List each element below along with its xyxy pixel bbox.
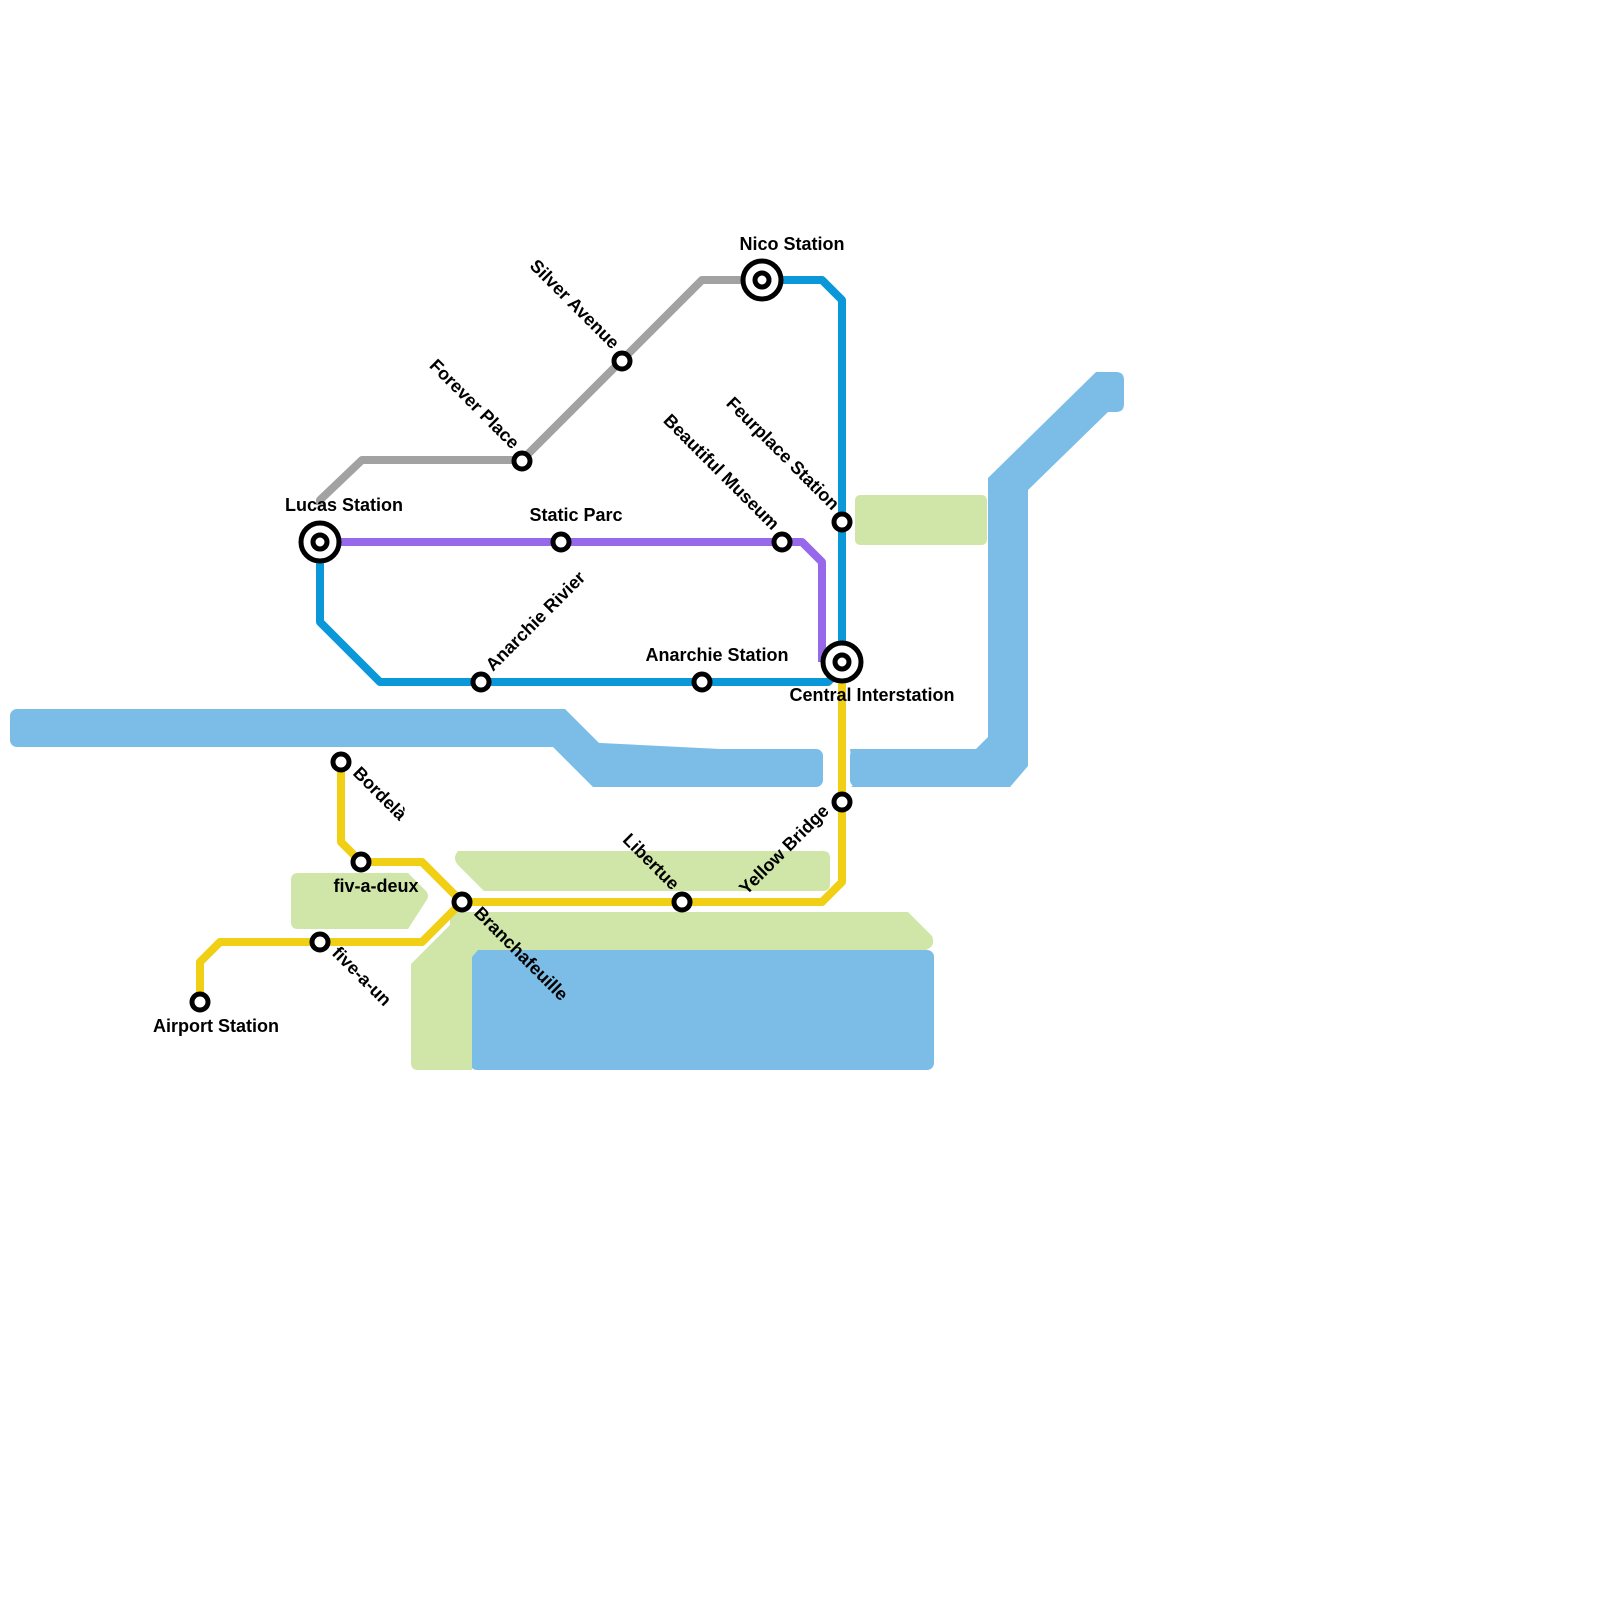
river-west-strip xyxy=(10,709,565,747)
lake-south xyxy=(470,950,934,1070)
park-east xyxy=(855,495,987,545)
grey-line xyxy=(316,276,762,505)
station-libertue[interactable] xyxy=(671,891,693,913)
park-layer xyxy=(291,495,987,1070)
park-west xyxy=(291,873,428,929)
label-anarchie-station: Anarchie Station xyxy=(645,645,788,665)
label-lucas: Lucas Station xyxy=(285,495,403,515)
river-west-bend xyxy=(545,709,605,787)
station-fiv-a-deux[interactable] xyxy=(350,851,372,873)
label-anarchie-rivier: Anarchie Rivier xyxy=(482,567,590,675)
station-central-interstation[interactable] xyxy=(820,640,864,684)
station-yellow-bridge[interactable] xyxy=(831,791,853,813)
station-bordela[interactable] xyxy=(330,751,352,773)
station-beautiful-museum[interactable] xyxy=(771,531,793,553)
label-static-parc: Static Parc xyxy=(529,505,622,525)
station-silver-avenue[interactable] xyxy=(611,350,633,372)
yellow-line-west-branch xyxy=(196,899,465,1002)
river-east-stub xyxy=(850,749,880,787)
station-branchafeuille[interactable] xyxy=(451,891,473,913)
water-layer xyxy=(10,372,1124,1070)
station-static-parc[interactable] xyxy=(550,531,572,553)
yellow-line-main xyxy=(462,662,846,906)
park-central-north xyxy=(455,851,830,891)
label-silver-avenue: Silver Avenue xyxy=(526,255,623,352)
station-lucas[interactable] xyxy=(298,520,342,564)
label-central-interstation: Central Interstation xyxy=(789,685,954,705)
label-five-a-un: five-a-un xyxy=(328,943,395,1010)
label-airport: Airport Station xyxy=(153,1016,279,1036)
river-middle-strip xyxy=(595,749,823,787)
station-forever-place[interactable] xyxy=(511,450,533,472)
label-fiv-a-deux: fiv-a-deux xyxy=(333,876,418,896)
river-east xyxy=(850,372,1124,787)
label-nico: Nico Station xyxy=(739,234,844,254)
station-five-a-un[interactable] xyxy=(309,931,331,953)
park-south-band xyxy=(411,912,934,1070)
station-nico[interactable] xyxy=(740,258,784,302)
station-anarchie-rivier[interactable] xyxy=(470,671,492,693)
blue-line xyxy=(762,276,846,662)
station-airport[interactable] xyxy=(189,991,211,1013)
stations-layer xyxy=(189,258,864,1013)
station-feurplace[interactable] xyxy=(831,511,853,533)
label-bordela: Bordelà xyxy=(349,763,411,825)
label-forever-place: Forever Place xyxy=(426,355,524,453)
station-anarchie-station[interactable] xyxy=(691,671,713,693)
purple-line xyxy=(320,538,826,662)
